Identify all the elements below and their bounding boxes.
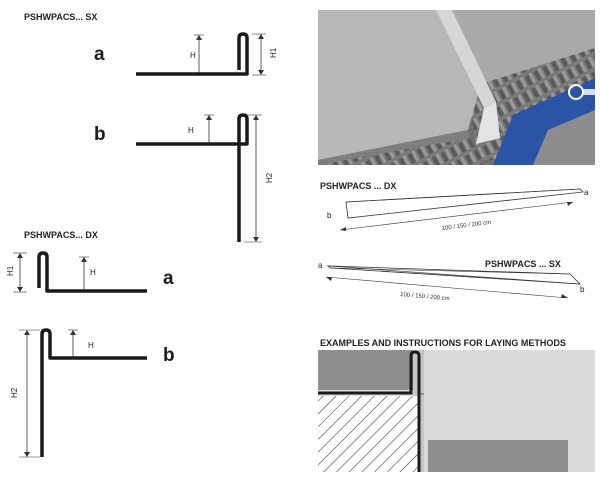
dx-profile-a-drawing: H1 H bbox=[6, 251, 147, 293]
dx-strip-label-b: b bbox=[327, 211, 332, 220]
installation-photo bbox=[318, 10, 595, 165]
dx-strip-length-line bbox=[339, 201, 574, 231]
dx-profile-b-drawing: H2 H bbox=[10, 328, 147, 458]
sx-variant-a-label: a bbox=[94, 44, 105, 65]
sx-strip-length-line bbox=[325, 276, 569, 299]
sx-profile-a-drawing: H H1 bbox=[136, 32, 278, 76]
dx-variant-b-label: b bbox=[163, 345, 175, 366]
upper-tile bbox=[318, 350, 413, 390]
dx-strip-length-label: 100 / 150 / 200 cm bbox=[442, 220, 492, 232]
sx-b-profile bbox=[136, 113, 249, 242]
dx-strip-drawing: 100 / 150 / 200 cm b a bbox=[327, 188, 589, 232]
lower-tile-section bbox=[428, 440, 568, 472]
dx-b-h-label: H bbox=[88, 341, 94, 350]
sx-strip-label-a: a bbox=[318, 261, 323, 270]
sx-a-h-arrow bbox=[196, 35, 202, 40]
sx-a-h1-label: H1 bbox=[269, 47, 278, 58]
laying-profile bbox=[318, 350, 421, 472]
dx-a-profile bbox=[37, 251, 147, 293]
sx-b-h-label: H bbox=[188, 126, 194, 135]
dx-strip-title: PSHWPACS ... DX bbox=[320, 181, 397, 191]
dx-a-h-label: H bbox=[90, 268, 96, 277]
sx-strip-label-b: b bbox=[580, 285, 585, 294]
hatched-substrate bbox=[318, 396, 418, 472]
sx-profile-b-drawing: H H2 bbox=[136, 113, 274, 243]
dx-b-h2-label: H2 bbox=[10, 387, 19, 398]
laying-method-diagram bbox=[318, 350, 595, 472]
dx-a-h1-label: H1 bbox=[6, 265, 15, 276]
dx-strip-profile bbox=[345, 188, 584, 219]
sx-section-title: PSHWPACS... SX bbox=[24, 12, 98, 22]
dx-variant-a-label: a bbox=[163, 268, 174, 289]
main-tile bbox=[318, 10, 478, 160]
lower-tile bbox=[533, 110, 595, 165]
sx-strip-length-label: 100 / 150 / 200 cm bbox=[400, 292, 450, 302]
dx-b-profile bbox=[40, 328, 147, 457]
sx-b-h2-label: H2 bbox=[265, 172, 274, 183]
profile-strip bbox=[436, 10, 496, 108]
sx-strip-drawing: 100 / 150 / 200 cm a b bbox=[318, 261, 585, 302]
dx-section-title: PSHWPACS... DX bbox=[24, 230, 98, 240]
sx-a-profile bbox=[136, 32, 249, 76]
sx-a-h-label: H bbox=[190, 51, 196, 60]
sx-strip-title: PSHWPACS ... SX bbox=[485, 259, 561, 269]
dx-strip-label-a: a bbox=[584, 188, 589, 197]
examples-title: EXAMPLES AND INSTRUCTIONS FOR LAYING MET… bbox=[320, 338, 566, 348]
sx-variant-b-label: b bbox=[94, 124, 106, 145]
